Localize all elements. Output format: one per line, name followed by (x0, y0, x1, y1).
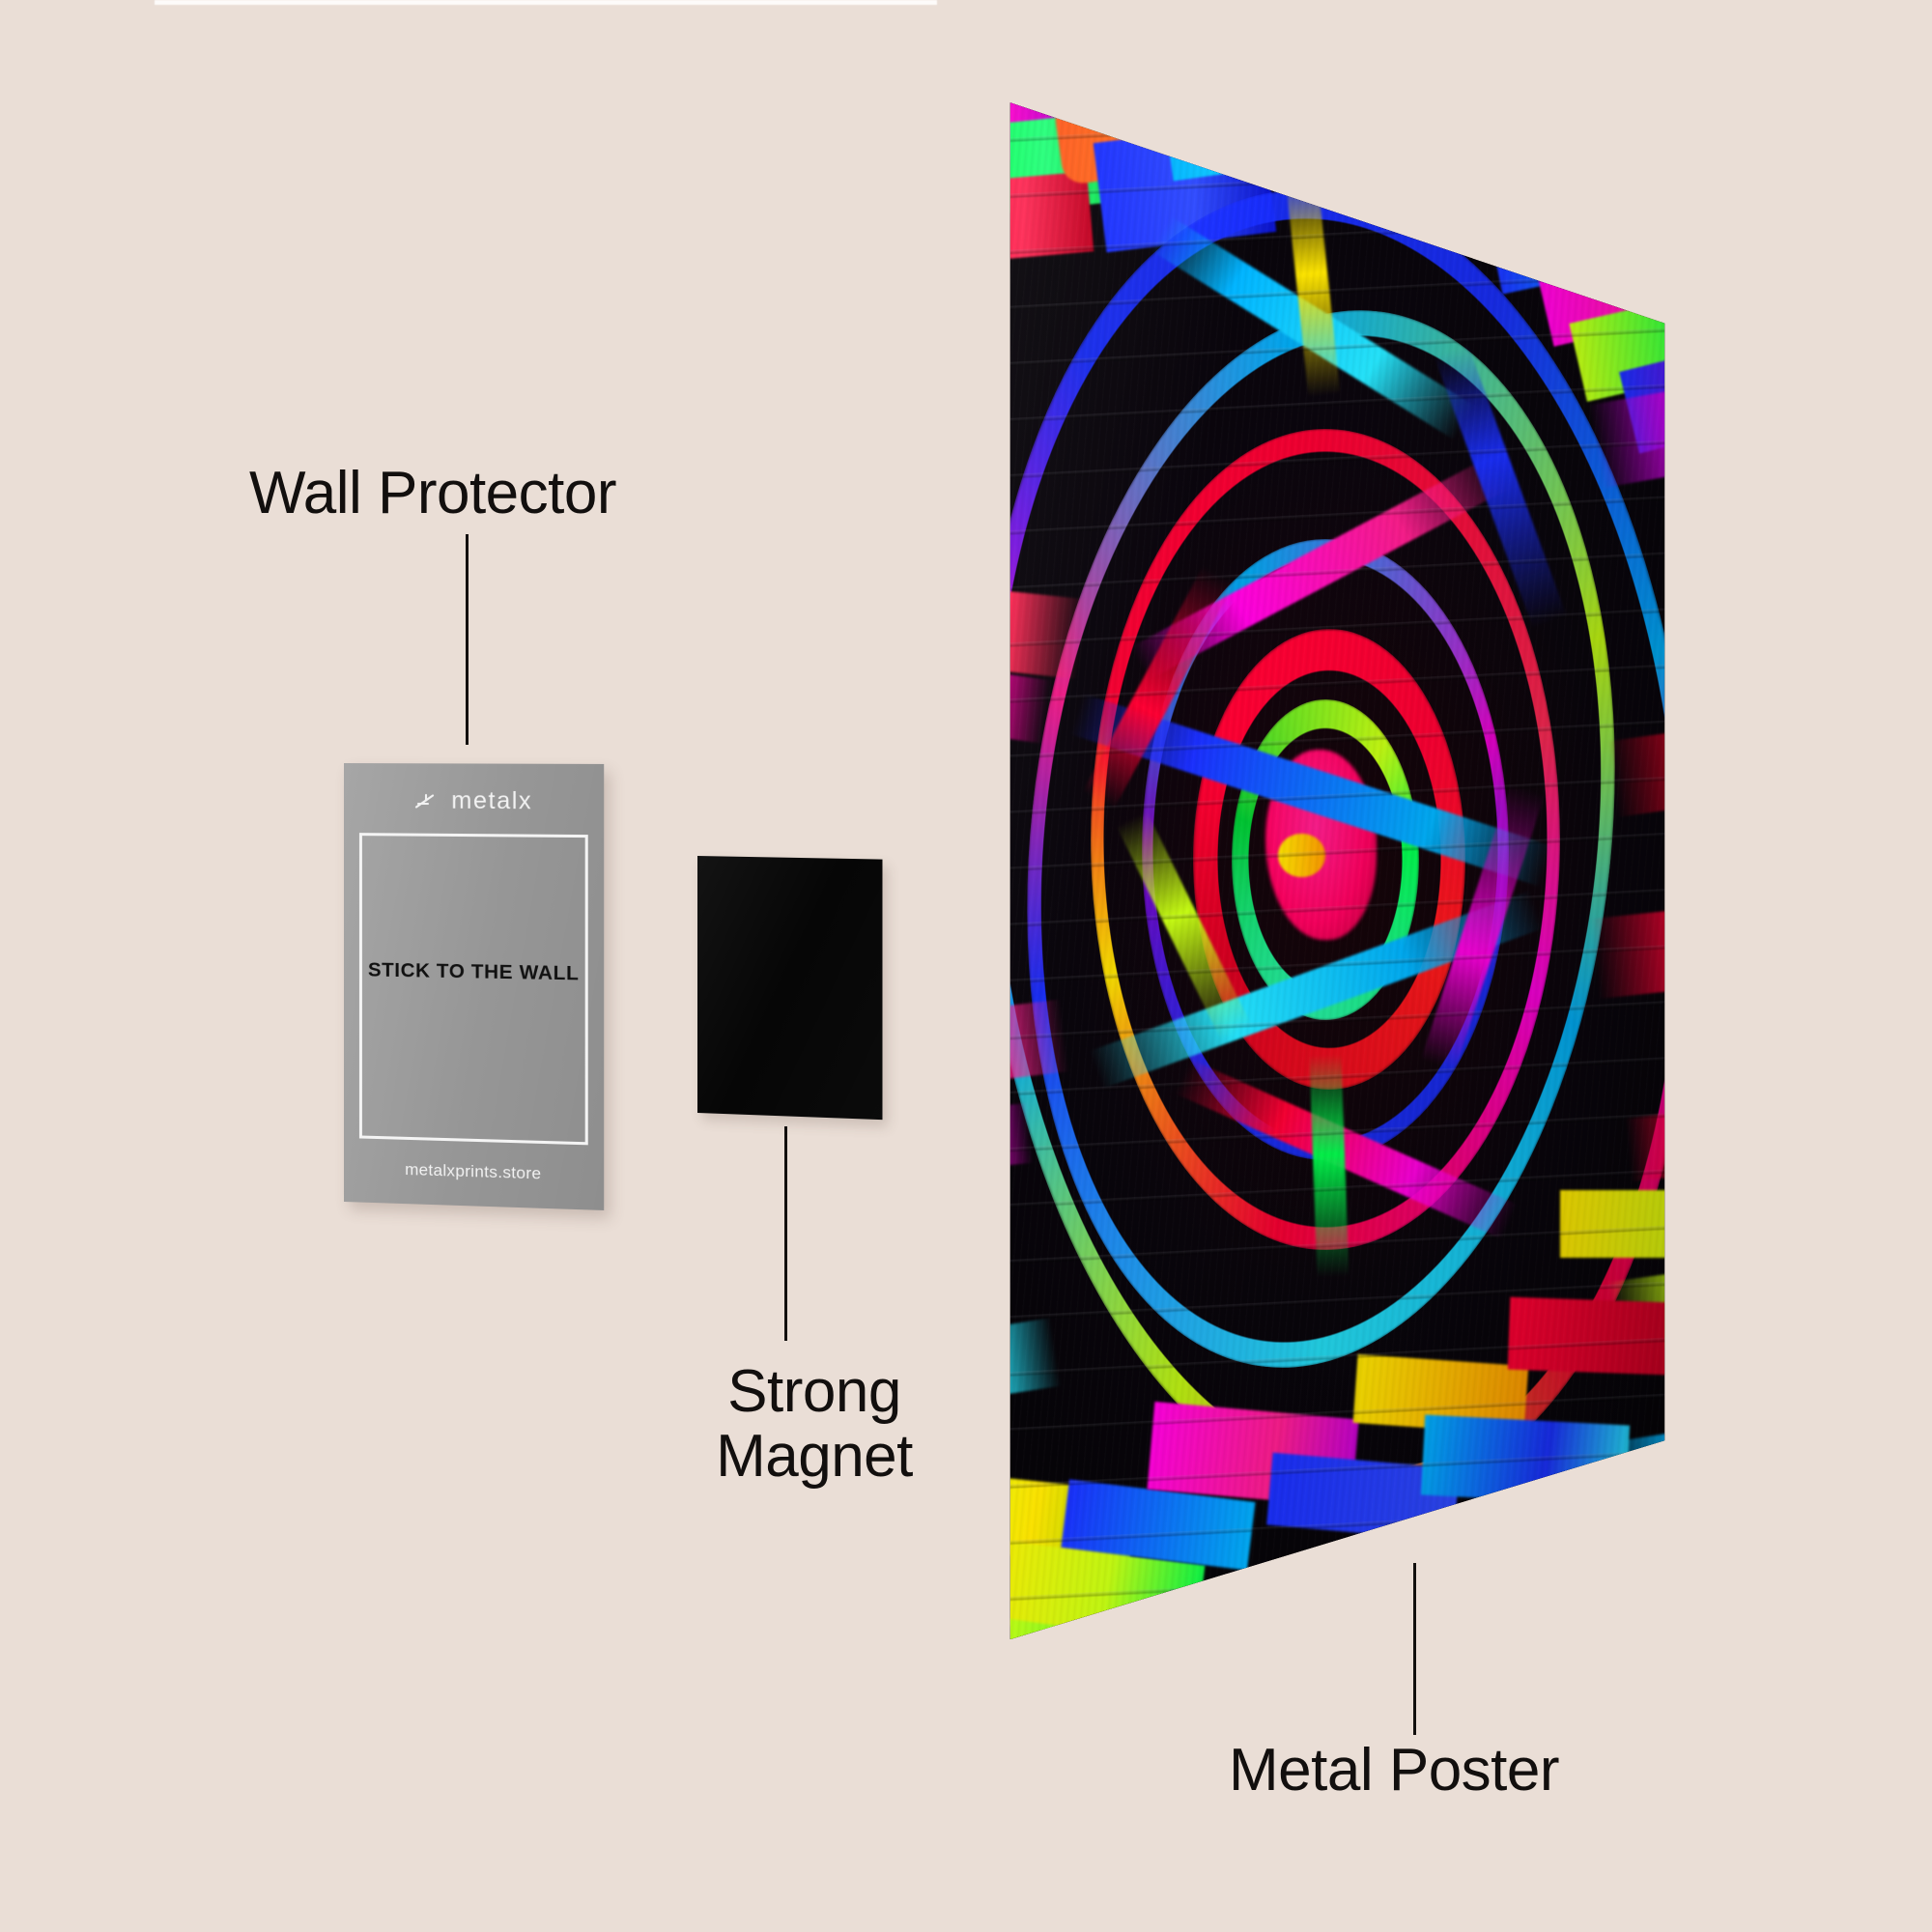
wall-protector-card[interactable]: metalx STICK TO THE WALL metalxprints.st… (344, 763, 605, 1210)
wall-protector-inner-frame (358, 833, 588, 1146)
callout-label-strong-magnet: Strong Magnet (716, 1358, 913, 1490)
callout-label-wall-protector: Wall Protector (249, 460, 617, 526)
leader-line-strong-magnet (784, 1126, 787, 1341)
metalx-logo-icon (413, 790, 442, 811)
leader-line-metal-poster (1413, 1563, 1416, 1735)
wall-protector-instruction: STICK TO THE WALL (367, 958, 580, 985)
strong-magnet-square[interactable] (697, 856, 883, 1121)
leader-line-wall-protector (466, 534, 469, 745)
metal-poster-panel[interactable] (1009, 102, 1665, 1640)
callout-label-metal-poster: Metal Poster (1229, 1737, 1560, 1804)
poster-artwork (1009, 102, 1665, 1640)
art-brush-band-bottom (1009, 102, 1665, 1640)
metalx-brand-lockup: metalx (344, 786, 604, 816)
wall-protector-store-url: metalxprints.store (405, 1159, 542, 1183)
top-white-strip (155, 0, 937, 5)
metalx-brand-text: metalx (451, 786, 533, 815)
